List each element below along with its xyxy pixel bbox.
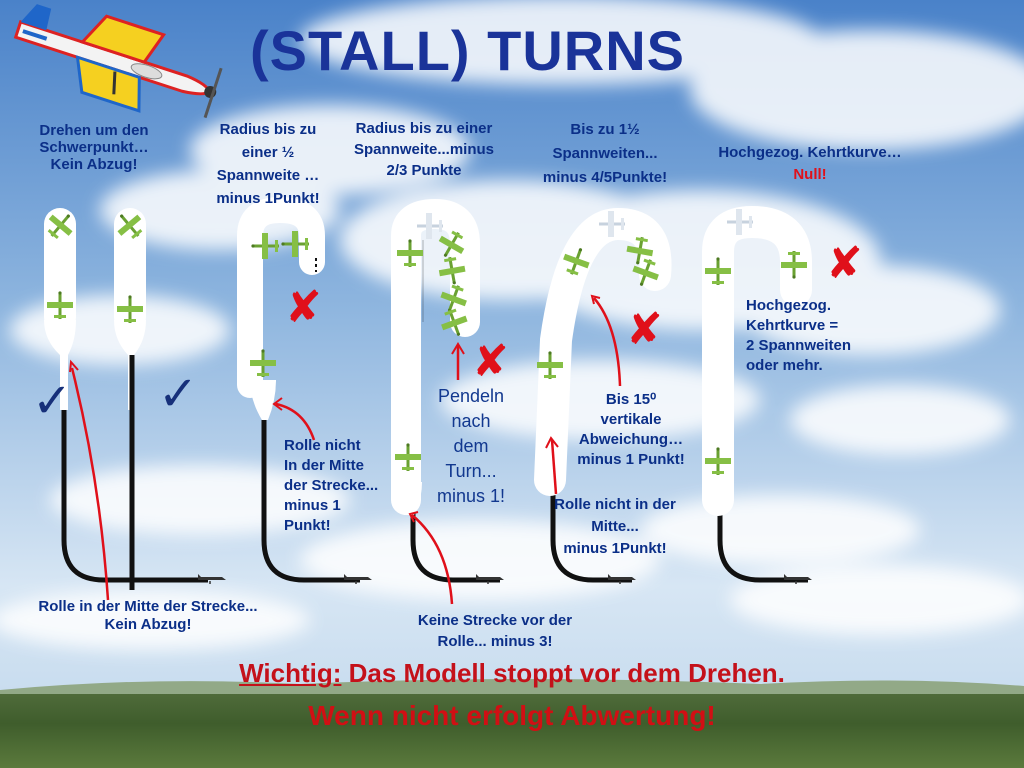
arrow-bis-15 xyxy=(593,297,622,387)
figure-3-medium-radius xyxy=(391,198,505,585)
check-mark-icon: ✓ xyxy=(158,366,198,422)
label-line: Pendeln xyxy=(437,386,505,406)
label-line: einer ½ xyxy=(241,144,295,161)
label-one-span: Radius bis zu einer Spannweite...minus 2… xyxy=(334,118,514,181)
warning-keyword: Wichtig: xyxy=(239,658,342,688)
label-line: vertikale xyxy=(600,411,662,428)
label-line: Kein Abzug! xyxy=(50,156,138,173)
label-rolle-nicht: Rolle nicht In der Mitte der Strecke... … xyxy=(284,436,404,536)
label-line: Schwerpunkt… xyxy=(39,139,149,156)
warning-line-2: Wenn nicht erfolgt Abwertung! xyxy=(308,700,716,731)
label-half-span: Radius bis zu einer ½ Spannweite … minus… xyxy=(198,118,338,210)
warning-text: Das Modell stoppt vor dem Drehen. xyxy=(341,658,785,688)
figure-1-pivot-turn xyxy=(41,206,227,590)
label-line: Spannweite...minus xyxy=(353,141,495,158)
label-line: Keine Strecke vor der xyxy=(417,612,573,629)
label-hochgezog: Hochgezog. Kehrtkurve… Null! xyxy=(690,142,930,186)
label-line: Bis zu 1½ xyxy=(570,121,640,138)
label-line: Punkt! xyxy=(284,517,331,534)
label-line: Mitte... xyxy=(591,518,639,535)
label-line: Spannweiten... xyxy=(552,145,658,162)
label-line: Turn... xyxy=(445,461,497,481)
label-line: Rolle nicht in der xyxy=(554,496,676,513)
label-keine-strecke: Keine Strecke vor der Rolle... minus 3! xyxy=(390,610,600,652)
label-line: minus 1Punkt! xyxy=(216,190,320,207)
arrow-keine-strecke xyxy=(411,514,454,605)
arrow-rolle-nicht xyxy=(275,402,316,441)
label-line: der Strecke... xyxy=(284,477,379,494)
label-rolle-mitte: Rolle in der Mitte der Strecke... Kein A… xyxy=(6,598,290,634)
label-line: Spannweite … xyxy=(216,167,320,184)
label-line: nach xyxy=(451,411,491,431)
label-line: Abweichung… xyxy=(578,431,684,448)
figure-4-large-radius xyxy=(534,207,672,585)
label-line: Hochgezog. xyxy=(746,297,831,314)
label-line: Hochgezog. Kehrtkurve… xyxy=(718,144,902,161)
cross-mark-icon: ✘ xyxy=(472,336,509,387)
page-title: (STALL) TURNS xyxy=(250,19,685,82)
label-line: minus 1 xyxy=(284,497,341,514)
label-line: Radius bis zu einer xyxy=(355,120,493,137)
cross-mark-icon: ✘ xyxy=(285,282,322,333)
label-line: oder mehr. xyxy=(746,357,823,374)
label-rolle-nicht-2: Rolle nicht in der Mitte... minus 1Punkt… xyxy=(530,494,700,560)
label-line: 2 Spannweiten xyxy=(746,337,852,354)
grass-field xyxy=(0,694,1024,768)
label-line: 2/3 Punkte xyxy=(386,162,462,179)
arrow-rolle-mitte xyxy=(70,367,110,601)
warning-line-1: Wichtig: Das Modell stoppt vor dem Drehe… xyxy=(0,658,1024,689)
column-right xyxy=(114,208,146,333)
label-pivot: Drehen um den Schwerpunkt… Kein Abzug! xyxy=(14,122,174,173)
label-null: Null! xyxy=(793,166,827,183)
label-line: minus 1! xyxy=(436,486,506,506)
cross-mark-icon: ✘ xyxy=(626,304,663,355)
label-line: minus 1Punkt! xyxy=(563,540,667,557)
flight-path xyxy=(61,355,208,583)
column-left xyxy=(44,208,76,333)
label-line: Kein Abzug! xyxy=(104,616,192,633)
label-line: Rolle in der Mitte der Strecke... xyxy=(38,598,258,615)
label-bis-15: Bis 15⁰ vertikale Abweichung… minus 1 Pu… xyxy=(556,390,706,470)
label-one-half-span: Bis zu 1½ Spannweiten... minus 4/5Punkte… xyxy=(520,118,690,190)
label-line: Rolle nicht xyxy=(284,437,361,454)
check-mark-icon: ✓ xyxy=(32,373,72,429)
aerobatic-plane-icon xyxy=(13,4,223,119)
arrow-rolle-nicht-2 xyxy=(550,439,558,495)
label-pendeln: Pendeln nach dem Turn... minus 1! xyxy=(426,384,516,509)
label-hochgezog-2: Hochgezog. Kehrtkurve = 2 Spannweiten od… xyxy=(746,296,896,376)
label-line: In der Mitte xyxy=(284,457,365,474)
label-line: Rolle... minus 3! xyxy=(437,633,553,650)
label-line: minus 1 Punkt! xyxy=(577,451,685,468)
label-line: Radius bis zu xyxy=(219,121,317,138)
label-line: Bis 15⁰ xyxy=(605,391,657,408)
label-line: dem xyxy=(453,436,489,456)
label-line: minus 4/5Punkte! xyxy=(542,169,668,186)
cross-mark-icon: ✘ xyxy=(826,238,863,289)
label-line: Kehrtkurve = xyxy=(746,317,839,334)
label-line: Drehen um den xyxy=(39,122,149,139)
figure-5-hammerhead-curve xyxy=(702,205,813,585)
annotation-arrows xyxy=(69,294,622,605)
figure-2-small-radius xyxy=(237,196,373,585)
